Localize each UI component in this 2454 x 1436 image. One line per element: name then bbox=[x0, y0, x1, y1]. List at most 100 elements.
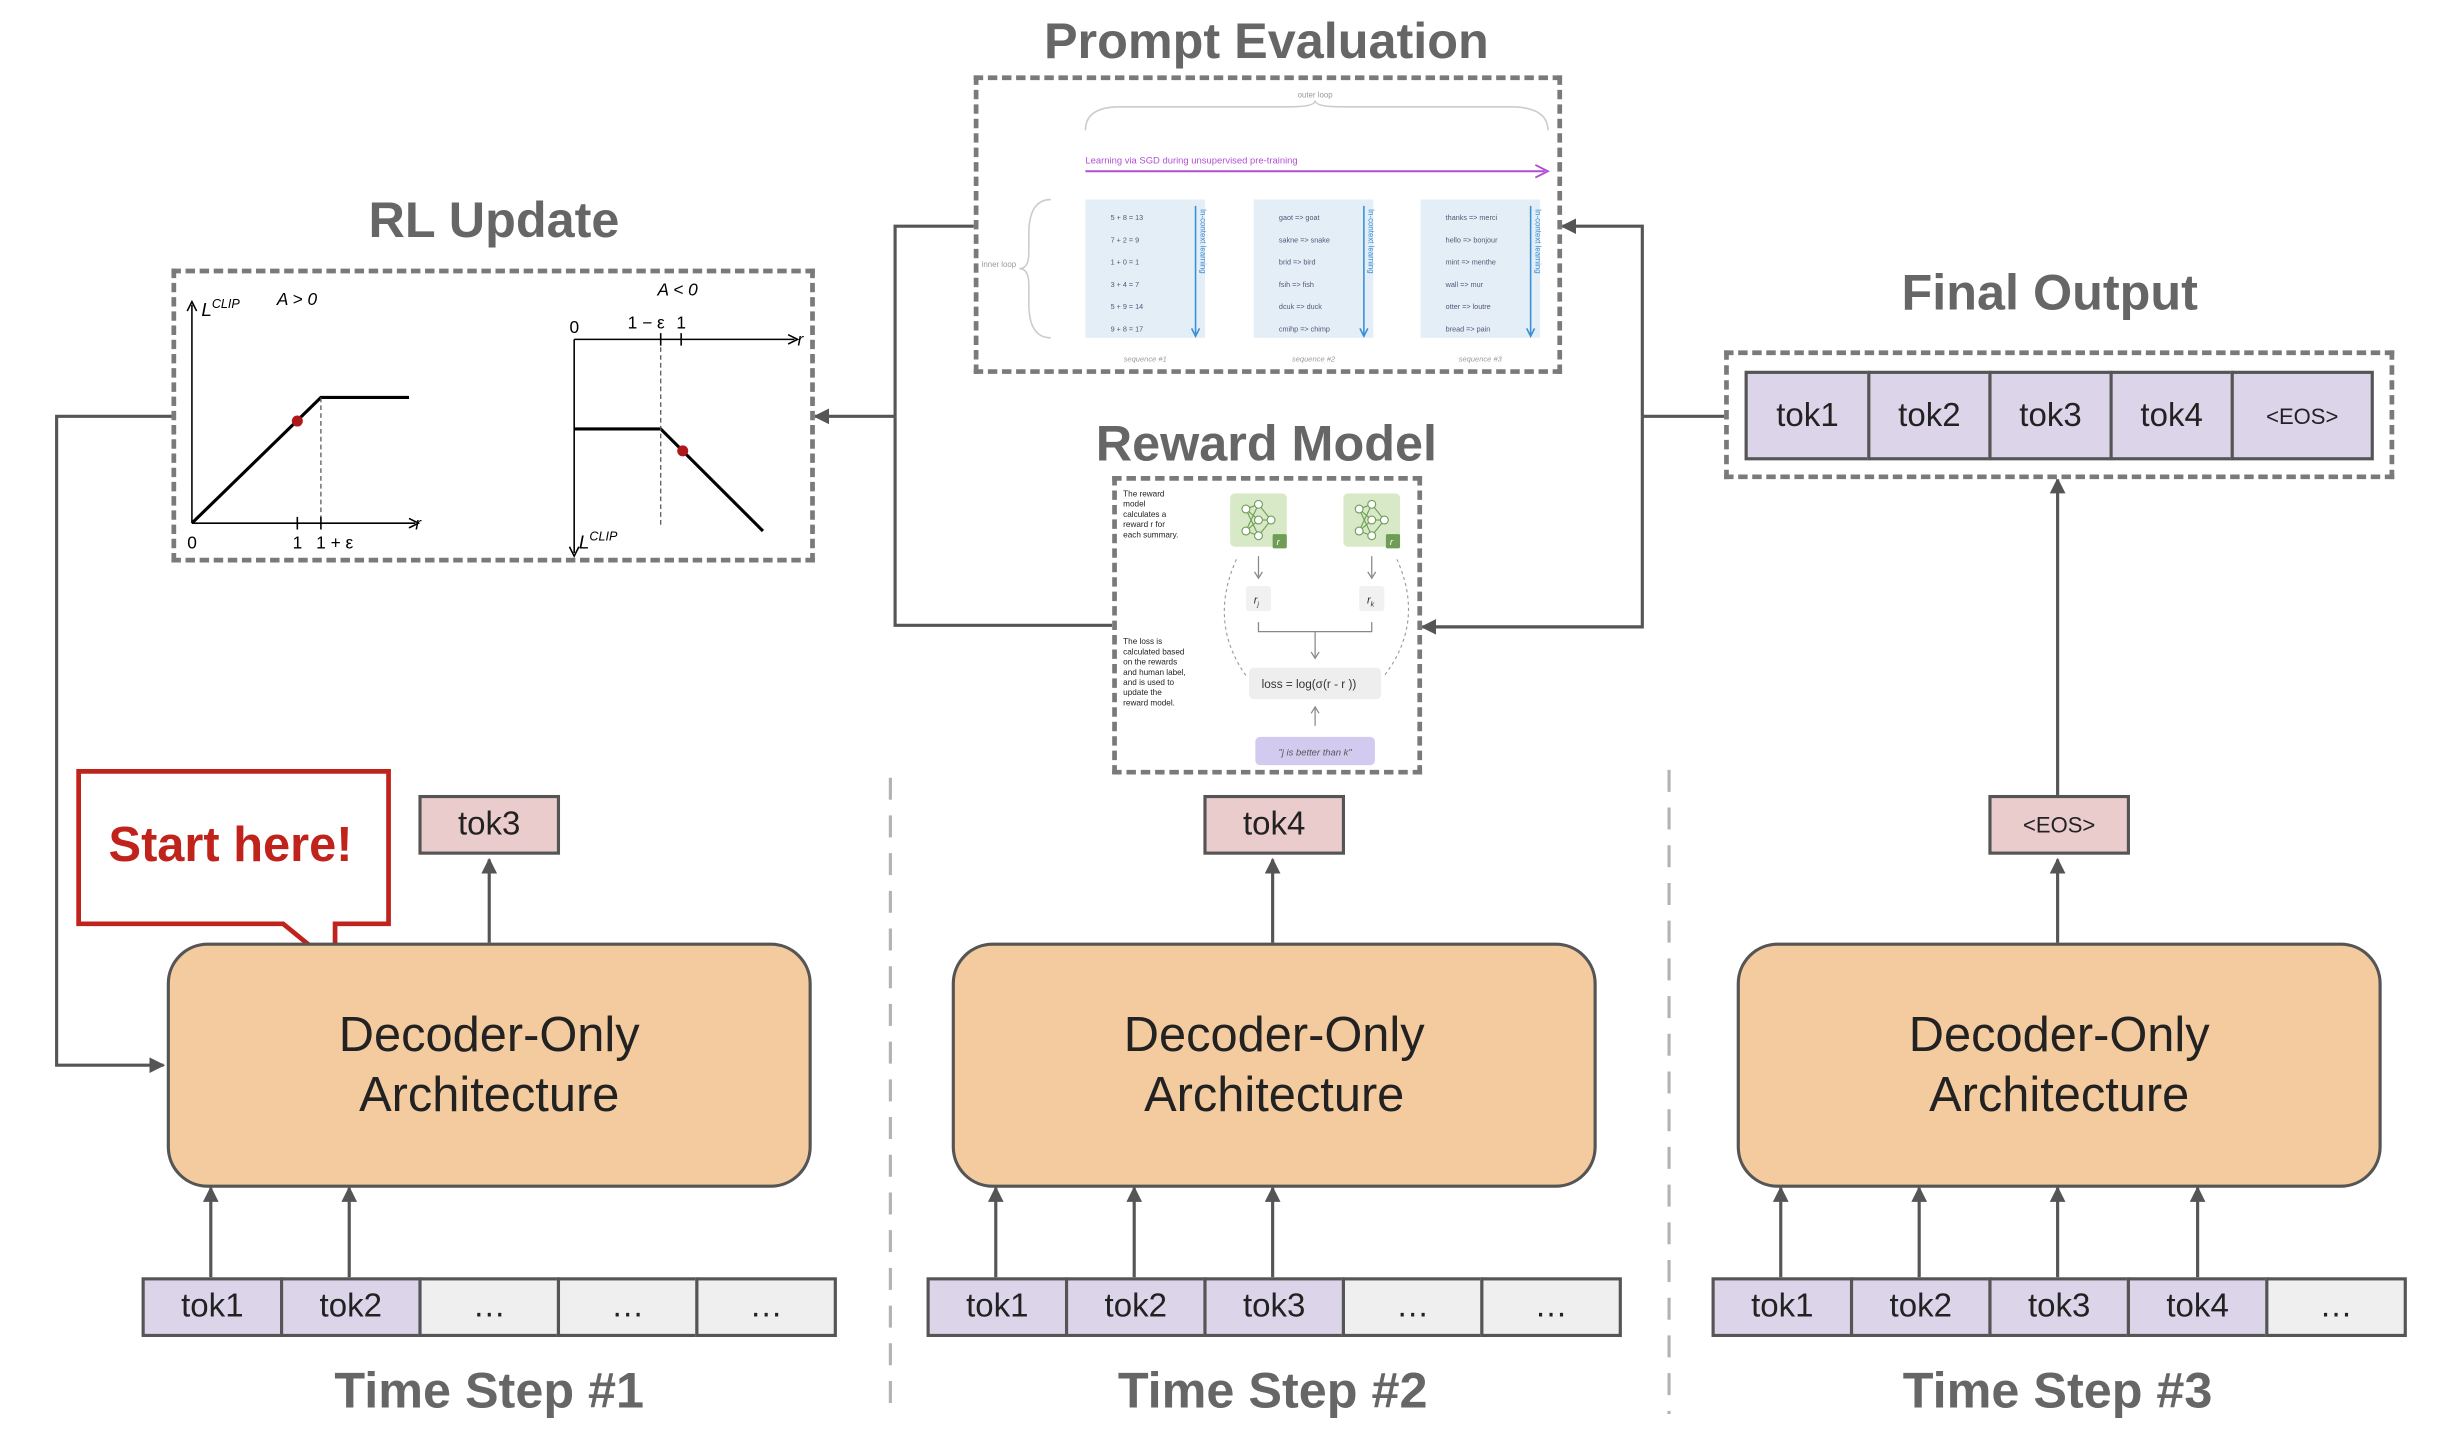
svg-text:loss = log(σ(r - r )): loss = log(σ(r - r )) bbox=[1262, 678, 1357, 691]
svg-text:1: 1 bbox=[676, 312, 686, 332]
time-step-2-label: Time Step #2 bbox=[1117, 1362, 1428, 1419]
clip-plot-positive-advantage: LCLIP A > 0 r 0 1 1 + ε bbox=[186, 289, 422, 552]
in-context-learning-label: In-context learning bbox=[1367, 209, 1376, 274]
sequence-line: fsih => fish bbox=[1279, 280, 1314, 289]
step2-input-token: tok1 bbox=[926, 1277, 1069, 1338]
clip-objective-plots: LCLIP A > 0 r 0 1 1 + ε 0 1 − ε 1 bbox=[186, 279, 805, 558]
sequence-line: otter => loutre bbox=[1446, 302, 1491, 311]
step2-input-token: tok2 bbox=[1064, 1277, 1207, 1338]
final-output-token: tok1 bbox=[1744, 370, 1871, 461]
svg-text:1 + ε: 1 + ε bbox=[316, 532, 353, 552]
svg-text:The loss is calculated: The loss is calculated based on the rewa… bbox=[1123, 637, 1188, 707]
svg-text:rk: rk bbox=[1367, 594, 1375, 608]
reward-model-title: Reward Model bbox=[1095, 414, 1437, 472]
step3-input-token: tok2 bbox=[1849, 1277, 1992, 1338]
sequence-panel: thanks => merci hello => bonjour mint => m… bbox=[1420, 199, 1542, 363]
sequence-panel: 5 + 8 = 13 7 + 2 = 9 1 + 0 = 1 3 + 4 = 7 5 +… bbox=[1085, 199, 1207, 363]
sequence-label: sequence #2 bbox=[1292, 354, 1336, 363]
svg-text:LCLIP: LCLIP bbox=[201, 297, 240, 320]
sequence-panel: gaot => goat sakne => snake brid => bird fs… bbox=[1253, 199, 1376, 363]
step3-output-token: <EOS> bbox=[1988, 794, 2130, 855]
sequence-line: brid => bird bbox=[1279, 258, 1316, 267]
svg-text:r: r bbox=[1277, 536, 1281, 547]
svg-text:r: r bbox=[1390, 536, 1394, 547]
svg-text:outer loop: outer loop bbox=[1298, 90, 1334, 99]
prompt-eval-to-rl-connector bbox=[893, 224, 977, 417]
reward-model-box: The reward model calculates a reward r f… bbox=[1112, 476, 1423, 775]
step1-input-placeholder: … bbox=[418, 1277, 561, 1338]
sequence-line: cmihp => chimp bbox=[1279, 325, 1330, 334]
reward-model-to-rl-connector bbox=[893, 416, 1113, 627]
svg-text:Learning via SGD during unsupe: Learning via SGD during unsupervised pre… bbox=[1085, 154, 1297, 165]
sequence-line: sakne => snake bbox=[1279, 235, 1330, 244]
final-output-title: Final Output bbox=[1901, 263, 2198, 321]
sequence-label: sequence #1 bbox=[1124, 354, 1167, 363]
svg-text:inner loop: inner loop bbox=[982, 260, 1017, 269]
sequence-line: dcuk => duck bbox=[1279, 302, 1322, 311]
sequence-line: thanks => merci bbox=[1446, 213, 1498, 222]
start-here-text: Start here! bbox=[108, 816, 353, 872]
sequence-line: 3 + 4 = 7 bbox=[1111, 280, 1140, 289]
svg-text:1: 1 bbox=[293, 532, 303, 552]
svg-text:1 − ε: 1 − ε bbox=[628, 312, 665, 332]
step2-input-placeholder: … bbox=[1341, 1277, 1484, 1338]
sequence-line: hello => bonjour bbox=[1446, 235, 1498, 244]
svg-text:r: r bbox=[415, 513, 422, 533]
reward-model-figure: The reward model calculates a reward r f… bbox=[1123, 489, 1410, 766]
time-step-3-label: Time Step #3 bbox=[1902, 1362, 2213, 1419]
svg-text:0: 0 bbox=[187, 532, 197, 552]
prompt-evaluation-title: Prompt Evaluation bbox=[1043, 12, 1489, 70]
sequence-label: sequence #3 bbox=[1459, 354, 1503, 363]
svg-text:A > 0: A > 0 bbox=[276, 289, 318, 309]
step1-output-token: tok3 bbox=[418, 794, 561, 855]
final-to-reward-model-arrow bbox=[1420, 416, 1644, 635]
final-output-token: tok4 bbox=[2109, 370, 2234, 461]
svg-text:LCLIP: LCLIP bbox=[579, 529, 618, 552]
final-output-token: tok2 bbox=[1867, 370, 1992, 461]
step2-output-token: tok4 bbox=[1203, 794, 1346, 855]
step3-input-token: tok4 bbox=[2126, 1277, 2269, 1338]
step2-input-placeholder: … bbox=[1480, 1277, 1622, 1338]
step1-input-token: tok1 bbox=[141, 1277, 284, 1338]
rl-to-decoder-arrow bbox=[55, 414, 175, 1074]
svg-text:r: r bbox=[798, 330, 805, 350]
step1-input-placeholder: … bbox=[695, 1277, 837, 1338]
svg-text:A < 0: A < 0 bbox=[657, 279, 699, 299]
reward-model-network-icon: r bbox=[1343, 493, 1401, 549]
rl-update-title: RL Update bbox=[368, 191, 620, 249]
in-context-learning-label: In-context learning bbox=[1198, 209, 1207, 274]
prompt-evaluation-box: outer loop Learning via SGD during unsup… bbox=[973, 75, 1563, 374]
sequence-line: 1 + 0 = 1 bbox=[1111, 258, 1140, 267]
clip-plot-negative-advantage: 0 1 − ε 1 r A < 0 LCLIP bbox=[568, 279, 805, 558]
svg-text:0: 0 bbox=[569, 317, 579, 337]
step1-input-token: tok2 bbox=[280, 1277, 422, 1338]
sequence-line: 5 + 9 = 14 bbox=[1111, 302, 1144, 311]
in-context-learning-label: In-context learning bbox=[1533, 209, 1542, 274]
sequence-line: 5 + 8 = 13 bbox=[1111, 213, 1144, 222]
rl-update-box: LCLIP A > 0 r 0 1 1 + ε 0 1 − ε 1 bbox=[171, 268, 815, 563]
svg-text:"j is better than k": "j is better than k" bbox=[1278, 747, 1352, 758]
sequence-line: gaot => goat bbox=[1279, 213, 1320, 222]
sequence-line: 9 + 8 = 17 bbox=[1111, 325, 1144, 334]
svg-text:The reward model: The reward model calculates a reward r f… bbox=[1123, 489, 1178, 539]
reward-model-network-icon: r bbox=[1230, 493, 1287, 549]
sequence-line: 7 + 2 = 9 bbox=[1111, 235, 1140, 244]
final-to-prompt-eval-arrow bbox=[1560, 218, 1644, 417]
step3-input-token: tok3 bbox=[1988, 1277, 2130, 1338]
in-context-learning-figure: outer loop Learning via SGD during unsup… bbox=[982, 90, 1551, 363]
step3-input-placeholder: … bbox=[2265, 1277, 2407, 1338]
sequence-line: mint => menthe bbox=[1446, 258, 1496, 267]
final-output-token-eos: <EOS> bbox=[2230, 370, 2374, 461]
time-step-1-label: Time Step #1 bbox=[334, 1362, 645, 1419]
svg-text:rj: rj bbox=[1254, 594, 1260, 608]
sequence-line: wall => mur bbox=[1445, 280, 1484, 289]
final-output-token: tok3 bbox=[1988, 370, 2113, 461]
step1-input-placeholder: … bbox=[556, 1277, 699, 1338]
step2-input-token: tok3 bbox=[1203, 1277, 1346, 1338]
step3-input-token: tok1 bbox=[1711, 1277, 1854, 1338]
